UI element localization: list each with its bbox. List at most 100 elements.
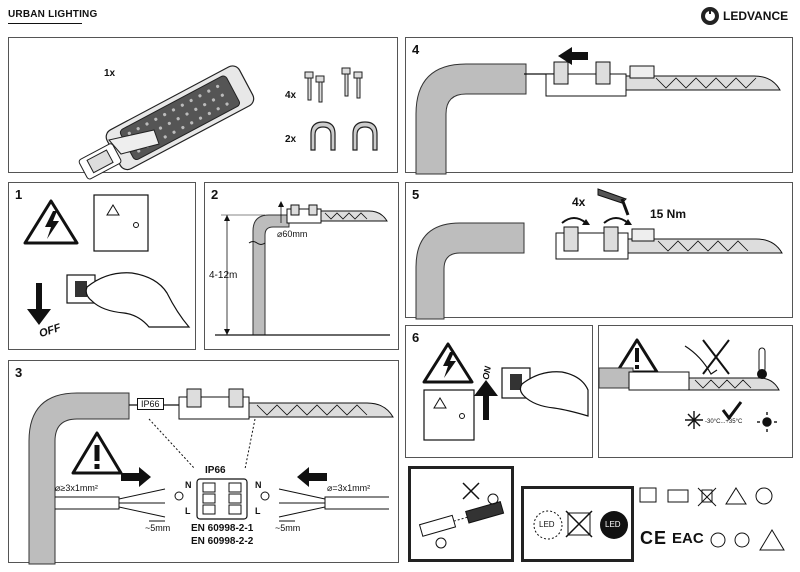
- luminaire-side-icon: [178, 388, 394, 420]
- step-number: 5: [412, 187, 420, 202]
- panel-package-contents: 1x 4x 2x: [8, 37, 398, 180]
- step1-illustration: [23, 194, 191, 328]
- diameter-label: ⌀60mm: [277, 229, 308, 239]
- clamps-icon: [310, 121, 378, 151]
- panel-care: -30°C...+35°C: [598, 325, 793, 458]
- strip-right-label: ~5mm: [275, 523, 301, 533]
- warning-icon: [71, 431, 123, 475]
- step-number: 2: [211, 187, 219, 202]
- panel-step-1: 1 OFF: [8, 182, 196, 350]
- luminaire-side-icon: [555, 226, 783, 260]
- page-title: URBAN LIGHTING: [8, 9, 98, 20]
- driver-class-icon: [667, 489, 689, 503]
- screws-icon: [304, 67, 363, 103]
- brand-logo: LEDVANCE: [700, 6, 792, 26]
- manual-icon: [639, 487, 657, 503]
- standard-2: EN 60998-2-2: [191, 536, 254, 547]
- step-number: 6: [412, 330, 420, 345]
- led-dark-icon: [600, 511, 628, 539]
- earth-symbol-icon: [734, 532, 750, 548]
- step5-illustration: [415, 188, 783, 320]
- led-label-dark: LED: [605, 520, 621, 529]
- luminaire-side-icon: [545, 61, 781, 97]
- distribution-box-icon: [423, 389, 475, 441]
- luminaire-qty: 1x: [104, 68, 116, 79]
- panel-step-4: 4: [405, 37, 793, 175]
- step-number: 3: [15, 365, 23, 380]
- panel-step-2: 2 4-12m ⌀60mm: [204, 182, 399, 350]
- certification-marks: CE EAC: [638, 486, 793, 562]
- ledvance-logo-icon: [701, 7, 719, 25]
- cable-right-icon: [278, 488, 389, 522]
- warning-icon: [615, 338, 659, 374]
- step-number: 1: [15, 187, 23, 202]
- luminaire-side-icon: [286, 204, 388, 224]
- panel-step-3: 3: [8, 360, 399, 565]
- ukca-icon: [710, 532, 726, 548]
- led-icon: [533, 510, 563, 540]
- hand-icon: [85, 272, 191, 328]
- led-replace-crossed-icon: [565, 510, 593, 538]
- rotate-arrow-icon: [561, 217, 629, 224]
- electric-hazard-icon: [422, 342, 474, 384]
- cable-left-icon: [55, 488, 166, 522]
- screw-qty-label: 4x: [572, 195, 586, 209]
- step4-illustration: [415, 47, 781, 175]
- earth-left-icon: [174, 491, 184, 501]
- step2-illustration: [215, 201, 390, 336]
- weee-bin-icon: [697, 487, 717, 507]
- arrow-left-icon: [297, 467, 327, 487]
- arrow-right-icon: [121, 467, 151, 487]
- allen-key-icon: [597, 188, 630, 216]
- terminal-right-l: L: [255, 506, 261, 516]
- step3-illustration: [28, 388, 394, 565]
- standard-1: EN 60998-2-1: [191, 523, 254, 534]
- height-label: 4-12m: [209, 270, 238, 281]
- brand-name: LEDVANCE: [723, 9, 789, 23]
- cable-right-label: ⌀=3x1mm²: [327, 483, 371, 493]
- earth-right-icon: [260, 491, 270, 501]
- terminal-left-n: N: [185, 480, 192, 490]
- thermometer-icon: [757, 347, 767, 379]
- hand-icon: [684, 345, 718, 375]
- energy-class-icon: [725, 487, 747, 505]
- step-number: 4: [412, 42, 420, 57]
- checkmark-icon: [721, 401, 743, 421]
- luminaire-side-icon: [628, 371, 780, 391]
- clamps-qty: 2x: [285, 134, 297, 145]
- ce-mark: CE: [640, 528, 668, 548]
- electric-hazard-icon: [23, 199, 79, 245]
- pole-icon: [415, 63, 527, 175]
- pole-icon: [415, 222, 525, 320]
- down-arrow-icon: [27, 283, 51, 325]
- distribution-box-icon: [93, 194, 149, 252]
- led-label: LED: [539, 520, 555, 529]
- title-underline: [8, 23, 82, 24]
- recycle-icon: [755, 487, 773, 505]
- panel-driver-replacement: [408, 466, 514, 562]
- luminaire-illustration: [78, 65, 255, 180]
- led-info-illustration: [533, 510, 628, 540]
- ip-tag: IP66: [137, 398, 164, 410]
- snowflake-icon: [685, 411, 703, 429]
- terminal-left-l: L: [185, 506, 191, 516]
- glow-wire-icon: [759, 529, 785, 551]
- terminal-right-n: N: [255, 480, 262, 490]
- hand-icon: [519, 371, 589, 417]
- care-illustration: [598, 338, 780, 432]
- cable-left-label: ⌀≥3x1mm²: [55, 483, 98, 493]
- ip-box-label: IP66: [205, 465, 226, 476]
- panel-led-info: LED LED: [521, 486, 634, 562]
- screws-qty: 4x: [285, 90, 297, 101]
- arrow-left-icon: [558, 47, 588, 65]
- up-arrow-icon: [474, 380, 498, 420]
- torque-label: 15 Nm: [650, 207, 687, 221]
- certification-icons: [639, 487, 785, 551]
- sun-icon: [757, 412, 777, 432]
- panel-step-5: 5 4x 15 Nm: [405, 182, 793, 320]
- pole-icon: [28, 392, 130, 565]
- driver-replacement-illustration: [418, 482, 505, 549]
- strip-left-label: ~5mm: [145, 523, 171, 533]
- terminal-block-icon: [196, 478, 248, 520]
- panel-step-6: 6 ON: [405, 325, 593, 458]
